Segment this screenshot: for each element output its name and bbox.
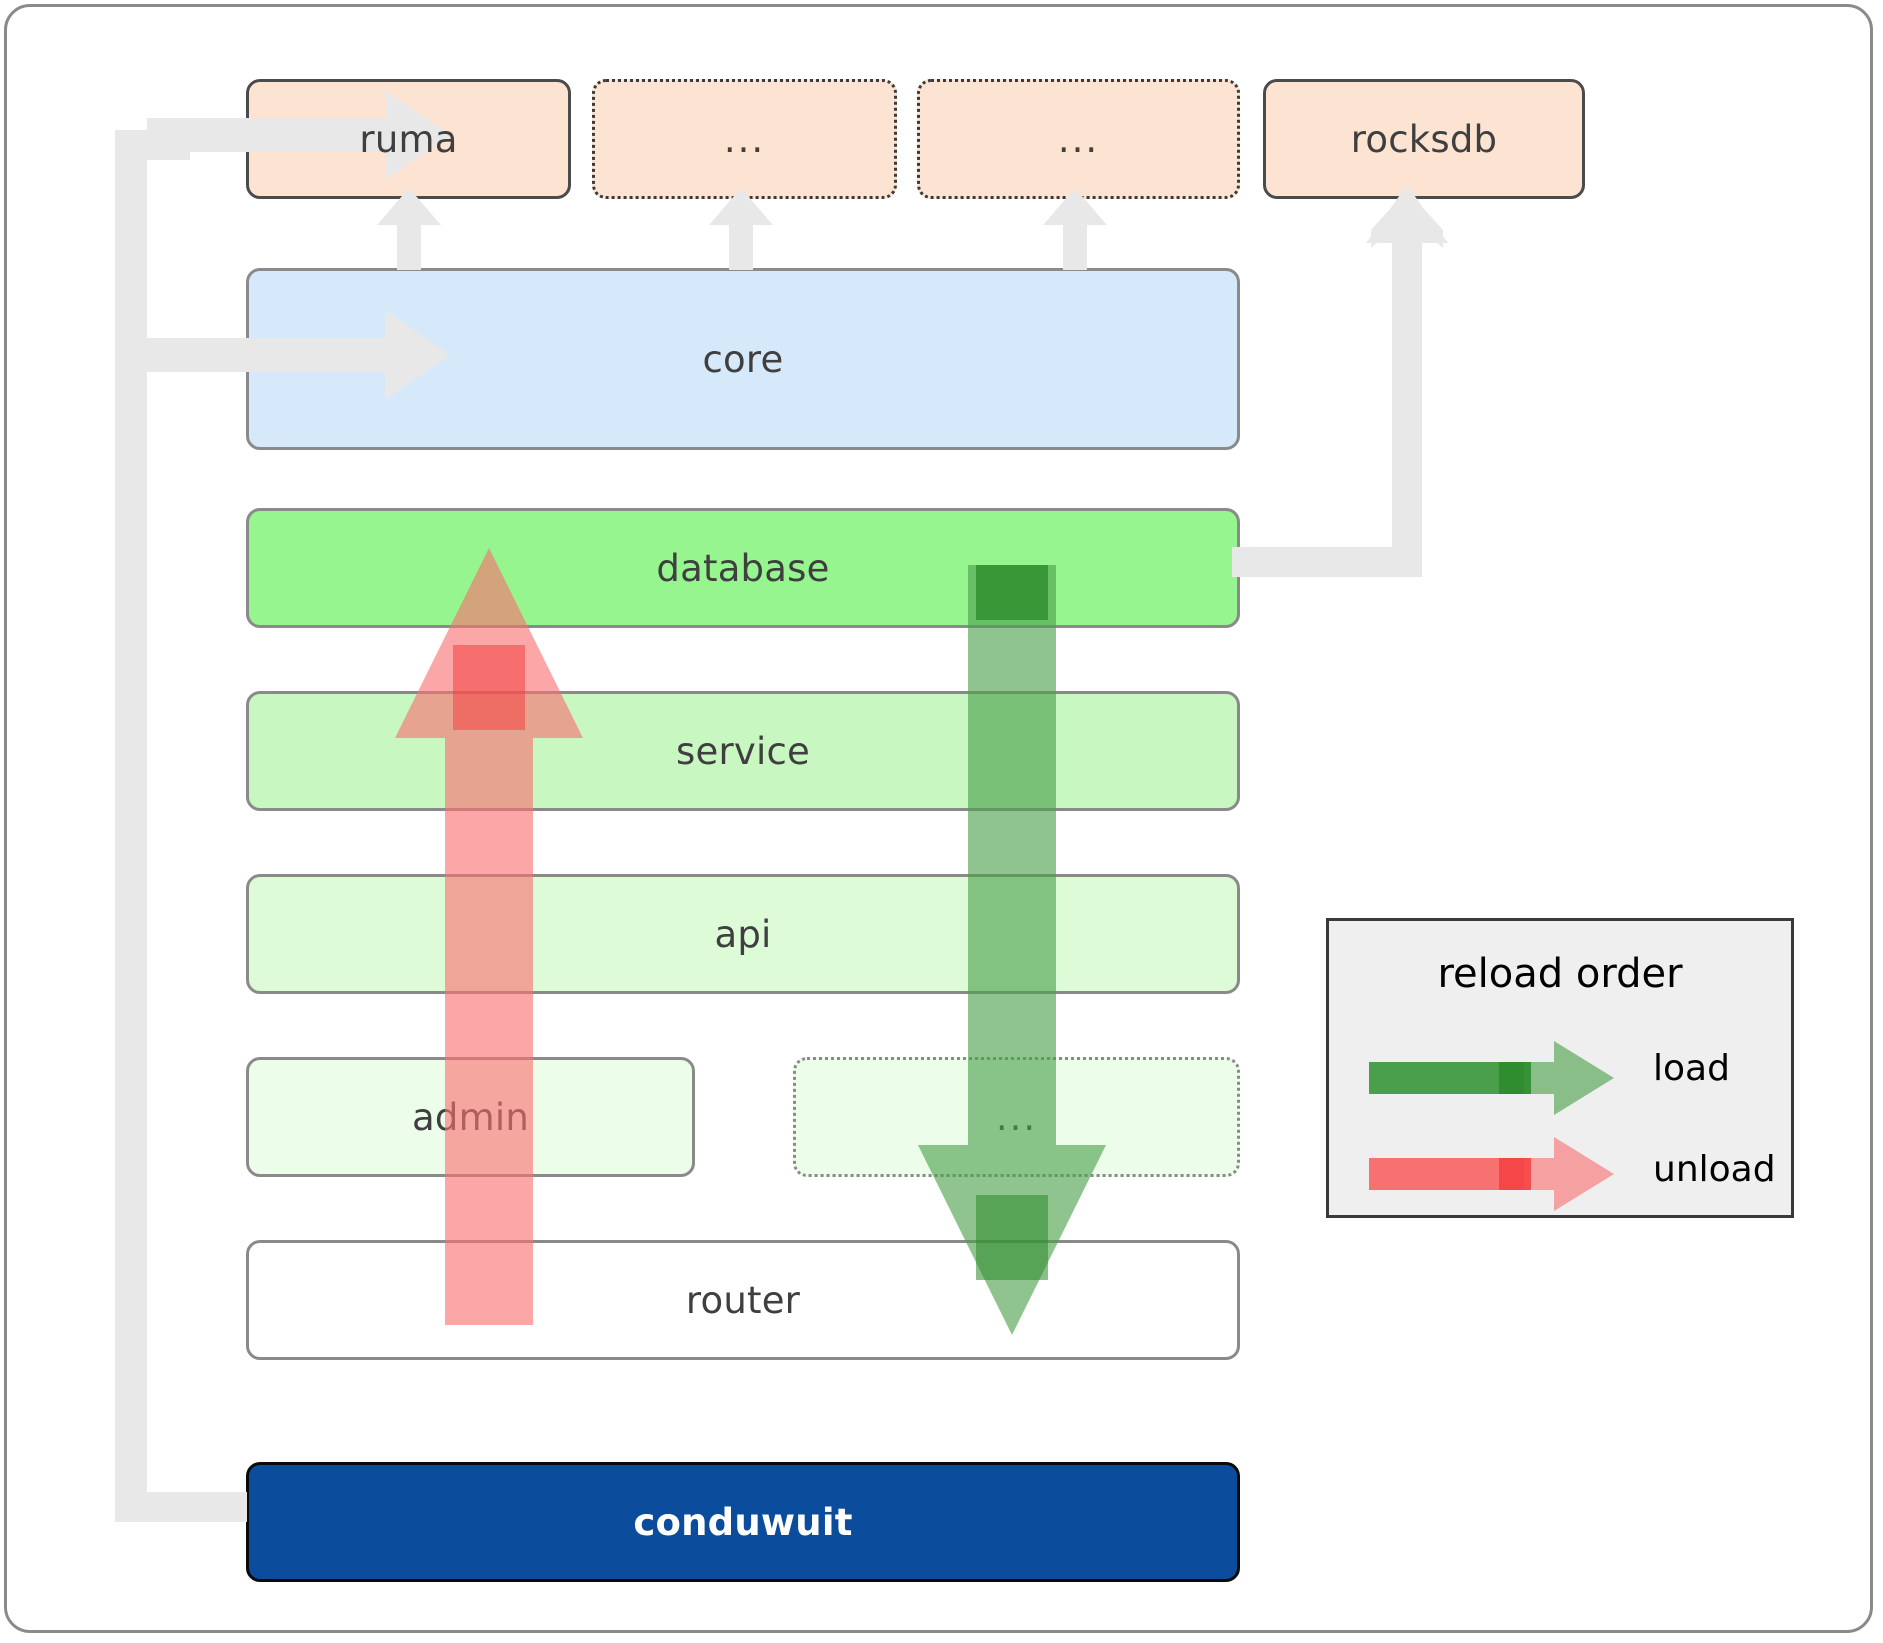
layer-box-admin[interactable]: admin	[246, 1057, 695, 1177]
dependency-label: ...	[723, 117, 766, 161]
layer-box-service[interactable]: service	[246, 691, 1240, 811]
dependency-box-ruma[interactable]: ruma	[246, 79, 571, 199]
layer-label: database	[656, 546, 830, 590]
legend-unload-arrow-icon	[1369, 1137, 1614, 1211]
legend-load-arrow-icon	[1369, 1041, 1614, 1115]
layer-label: ...	[995, 1095, 1038, 1139]
layer-label: service	[676, 729, 810, 773]
layer-label: core	[702, 337, 784, 381]
layer-box-database[interactable]: database	[246, 508, 1240, 628]
layer-label: admin	[412, 1095, 529, 1139]
layer-box-ellipsis[interactable]: ...	[793, 1057, 1240, 1177]
legend-title: reload order	[1437, 951, 1683, 997]
layer-box-router[interactable]: router	[246, 1240, 1240, 1360]
legend-label-unload: unload	[1653, 1149, 1776, 1190]
diagram-frame	[4, 4, 1873, 1633]
dependency-box-ellipsis-1[interactable]: ...	[592, 79, 897, 199]
legend-label-load: load	[1653, 1048, 1730, 1089]
layer-box-core[interactable]: core	[246, 268, 1240, 450]
layer-box-api[interactable]: api	[246, 874, 1240, 994]
layer-label: api	[714, 912, 772, 956]
legend-arrow-art	[1369, 1041, 1614, 1211]
dependency-label: rocksdb	[1350, 117, 1498, 161]
legend-panel: reload order load unload	[1326, 918, 1794, 1218]
layer-label: router	[685, 1278, 801, 1322]
dependency-label: ...	[1057, 117, 1100, 161]
binary-box-conduwuit[interactable]: conduwuit	[246, 1462, 1240, 1582]
dependency-box-rocksdb[interactable]: rocksdb	[1263, 79, 1585, 199]
binary-label: conduwuit	[633, 1500, 853, 1544]
dependency-box-ellipsis-2[interactable]: ...	[917, 79, 1240, 199]
dependency-label: ruma	[359, 117, 458, 161]
